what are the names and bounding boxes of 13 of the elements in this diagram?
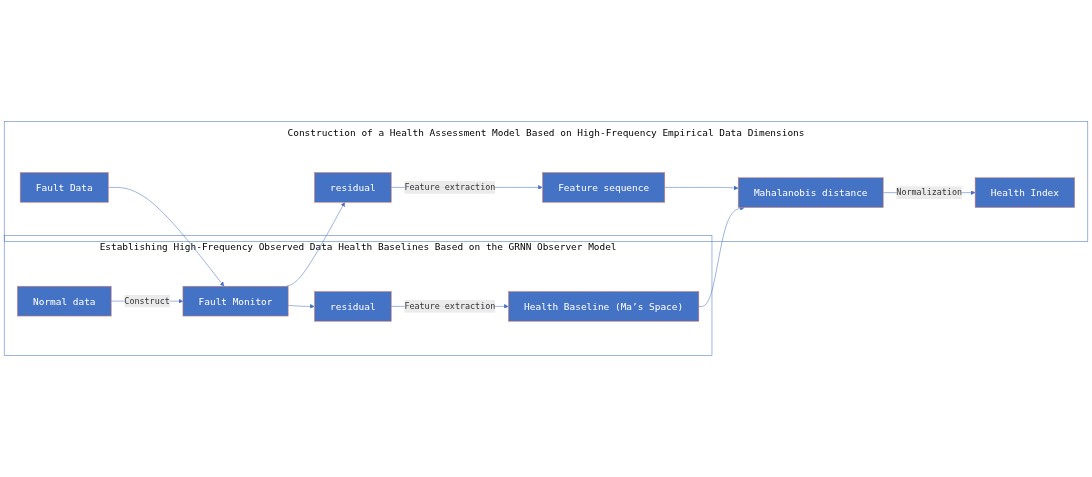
edge-label: Feature extraction	[404, 182, 496, 193]
edge-label: Construct	[124, 295, 170, 306]
node-box: Normal data	[17, 285, 112, 317]
node-box: Fault Monitor	[182, 285, 289, 317]
node-box: Mahalanobis distance	[737, 177, 884, 208]
edge-label: Normalization	[896, 187, 962, 198]
node-box: Health Index	[974, 177, 1075, 208]
node-box: residual	[314, 291, 392, 322]
node-box: Health Baseline (Ma’s Space)	[508, 291, 700, 322]
node-box: Feature sequence	[542, 172, 666, 203]
node-box: residual	[314, 172, 392, 203]
edge-label: Feature extraction	[404, 301, 496, 312]
node-box: Fault Data	[19, 172, 109, 203]
